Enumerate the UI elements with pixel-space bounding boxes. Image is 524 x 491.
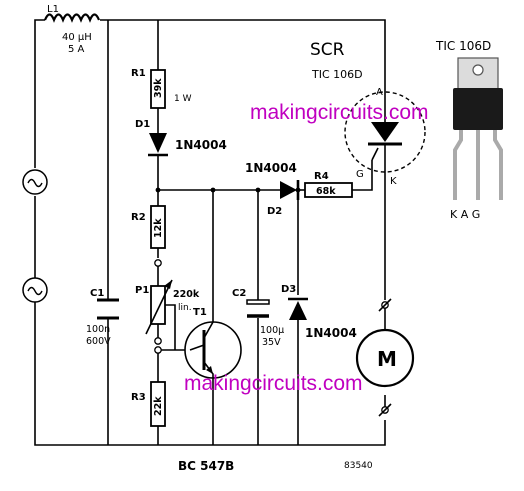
p1-taper: lin. bbox=[178, 303, 192, 313]
watermark-top: makingcircuits.com bbox=[250, 101, 429, 124]
motor-label: M bbox=[377, 347, 397, 371]
sine-wave-icon bbox=[27, 178, 43, 188]
c1-label: C1 bbox=[90, 288, 104, 299]
ac-source-top bbox=[22, 169, 48, 195]
watermark-bottom: makingcircuits.com bbox=[184, 372, 363, 395]
t1-label: T1 bbox=[193, 307, 207, 318]
l1-inductance: 40 µH bbox=[62, 32, 92, 43]
diode-d1: D1 1N4004 bbox=[135, 119, 227, 157]
r3-value: 22k bbox=[153, 396, 164, 416]
diode-d3: D3 1N4004 bbox=[281, 284, 357, 340]
scr-part: TIC 106D bbox=[311, 68, 363, 81]
d3-part: 1N4004 bbox=[305, 326, 357, 340]
motor: M bbox=[355, 298, 415, 417]
transistor-t1: T1 bbox=[184, 307, 242, 385]
t1-part: BC 547B bbox=[178, 459, 234, 473]
package-pins: K A G bbox=[450, 208, 480, 221]
inductor-l1: L1 40 µH 5 A bbox=[43, 4, 101, 55]
c2-capacitance: 100µ bbox=[260, 325, 284, 336]
r2-label: R2 bbox=[131, 212, 146, 223]
diagram-code: 83540 bbox=[344, 461, 373, 471]
potentiometer-p1: P1 220k lin. bbox=[135, 259, 200, 354]
scr-pin-g: G bbox=[356, 169, 364, 180]
resistor-r4: 68k R4 bbox=[304, 171, 353, 198]
r1-power: 1 W bbox=[174, 94, 192, 104]
capacitor-c1: C1 100n 600V bbox=[86, 288, 119, 347]
d1-part: 1N4004 bbox=[175, 138, 227, 152]
l1-current: 5 A bbox=[68, 44, 85, 55]
r1-label: R1 bbox=[131, 68, 146, 79]
l1-label: L1 bbox=[47, 4, 59, 15]
r2-value: 12k bbox=[153, 218, 164, 238]
p1-value: 220k bbox=[173, 289, 200, 300]
r4-value: 68k bbox=[316, 186, 336, 197]
resistor-r2: 12k R2 bbox=[131, 205, 166, 249]
package-part: TIC 106D bbox=[435, 39, 491, 53]
c2-label: C2 bbox=[232, 288, 246, 299]
junction-dot bbox=[210, 187, 216, 193]
junction-dot bbox=[155, 187, 161, 193]
sine-wave-icon bbox=[27, 286, 43, 296]
d1-label: D1 bbox=[135, 119, 150, 130]
c2-voltage: 35V bbox=[262, 337, 281, 348]
resistor-r1: 39k R1 1 W bbox=[131, 68, 192, 109]
d3-label: D3 bbox=[281, 284, 296, 295]
scr-pin-a: A bbox=[376, 87, 383, 98]
scr-title: SCR bbox=[310, 40, 345, 60]
resistor-r3: 22k R3 bbox=[131, 381, 166, 427]
r4-label: R4 bbox=[314, 171, 329, 182]
d2-label: D2 bbox=[267, 206, 282, 217]
p1-label: P1 bbox=[135, 285, 149, 296]
scr-package-drawing: TIC 106D K A G bbox=[435, 39, 503, 221]
r3-label: R3 bbox=[131, 392, 146, 403]
d2-part: 1N4004 bbox=[245, 161, 297, 175]
c1-voltage: 600V bbox=[86, 336, 111, 347]
c1-capacitance: 100n bbox=[86, 324, 110, 335]
scr-pin-k: K bbox=[390, 176, 397, 187]
scr-thyristor: A G K SCR TIC 106D bbox=[310, 40, 426, 187]
junction-dot bbox=[255, 187, 261, 193]
r1-value: 39k bbox=[153, 78, 164, 98]
capacitor-c2: C2 100µ 35V bbox=[232, 288, 284, 348]
ac-source-bottom bbox=[22, 277, 48, 303]
diode-d2: 1N4004 D2 bbox=[245, 161, 300, 217]
